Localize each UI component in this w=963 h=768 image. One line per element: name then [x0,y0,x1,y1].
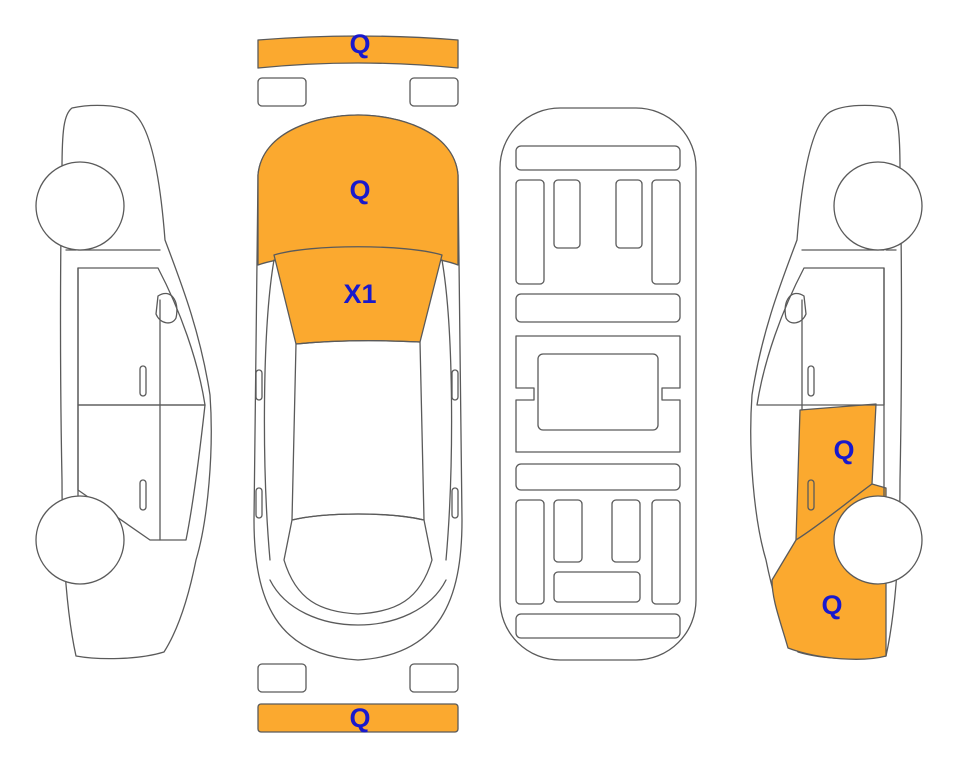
top-exterior-view [253,35,463,733]
rear-right-light [409,663,459,693]
right-window-line [756,267,885,406]
trunk-lid [269,579,447,626]
right-front-wheel [833,161,923,251]
rear-left-seat [553,499,583,563]
right-side-view [750,104,923,660]
interior-floor-view [499,107,697,661]
right-rear-wheel [833,495,923,585]
left-front-wheel [35,161,125,251]
center-panel [537,353,659,431]
rear-right-footwell [651,499,681,605]
front-left-light [257,77,307,107]
right-rear-handle-top [451,487,459,519]
left-rear-wheel [35,495,125,585]
right-quarter-panel-label: Q [821,590,842,620]
rear-left-footwell [515,499,545,605]
left-rear-window-line [77,404,206,541]
front-right-light [409,77,459,107]
left-rear-handle [139,479,147,511]
left-rear-handle-top [255,487,263,519]
right-pillar-line [441,259,453,561]
right-mirror-top [451,369,459,401]
damage-labels: Q Q X1 Q Q Q [343,29,854,733]
right-mirror [784,292,807,324]
center-floor-frame [515,335,681,453]
left-front-handle [139,365,147,397]
front-left-footwell [515,179,545,285]
trunk-floor [515,613,681,639]
front-crossbar [515,293,681,323]
rear-crossbar [515,463,681,491]
dashboard [515,145,681,171]
left-pillar-line [263,259,275,561]
hood-label: Q [349,175,370,205]
front-bumper-label: Q [349,29,370,59]
floor-outline [499,107,697,661]
right-rear-handle [807,479,815,511]
left-side-view [35,104,212,660]
left-mirror [155,292,178,324]
windshield-label: X1 [343,279,376,309]
front-right-footwell [651,179,681,285]
right-door-line [801,249,885,501]
passenger-seat [615,179,643,249]
driver-seat [553,179,581,249]
right-front-handle [807,365,815,397]
rear-window [283,513,433,615]
rear-bumper [257,703,459,733]
rear-bumper-label: Q [349,703,370,733]
right-rear-door-label: Q [833,435,854,465]
front-bumper [257,35,459,69]
rear-left-light [257,663,307,693]
left-mirror-top [255,369,263,401]
rear-bench [553,571,641,603]
left-door-line [77,249,161,541]
rear-right-seat [611,499,641,563]
